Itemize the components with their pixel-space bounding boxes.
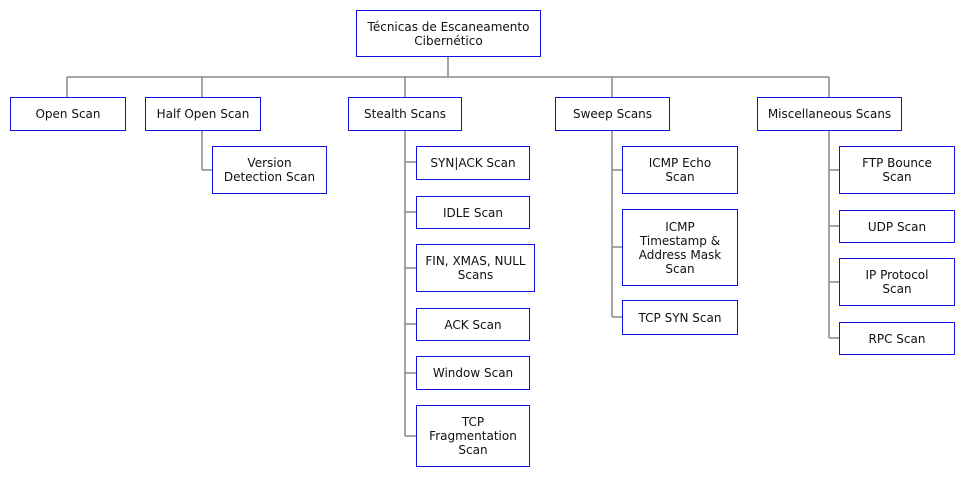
- node-syn-ack-scan: SYN|ACK Scan: [416, 146, 530, 180]
- category-sweep-scans: Sweep Scans: [555, 97, 670, 131]
- node-tcp-syn-scan: TCP SYN Scan: [622, 300, 738, 335]
- node-ip-protocol-scan: IP Protocol Scan: [839, 258, 955, 306]
- node-ftp-bounce-scan: FTP Bounce Scan: [839, 146, 955, 194]
- node-udp-scan: UDP Scan: [839, 210, 955, 243]
- root-node: Técnicas de Escaneamento Cibernético: [356, 10, 541, 57]
- node-tcp-fragmentation-scan: TCP Fragmentation Scan: [416, 405, 530, 467]
- node-idle-scan: IDLE Scan: [416, 196, 530, 229]
- node-window-scan: Window Scan: [416, 356, 530, 390]
- category-half-open-scan: Half Open Scan: [145, 97, 261, 131]
- node-ack-scan: ACK Scan: [416, 308, 530, 341]
- category-miscellaneous-scans: Miscellaneous Scans: [757, 97, 902, 131]
- node-rpc-scan: RPC Scan: [839, 322, 955, 355]
- node-icmp-echo-scan: ICMP Echo Scan: [622, 146, 738, 194]
- category-stealth-scans: Stealth Scans: [348, 97, 462, 131]
- category-open-scan: Open Scan: [10, 97, 126, 131]
- node-fin-xmas-null-scans: FIN, XMAS, NULL Scans: [416, 244, 535, 292]
- node-icmp-timestamp-address-mask-scan: ICMP Timestamp & Address Mask Scan: [622, 209, 738, 286]
- node-version-detection-scan: Version Detection Scan: [212, 146, 327, 194]
